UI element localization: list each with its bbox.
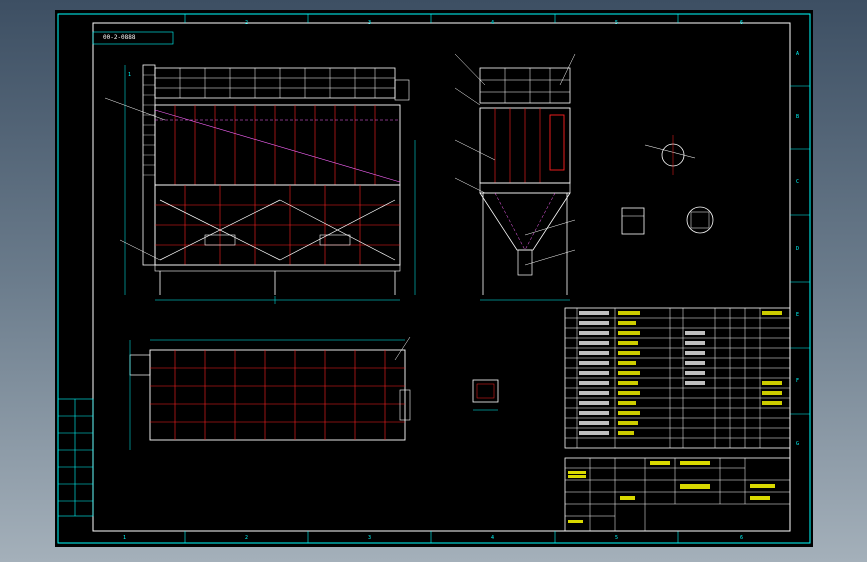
border-top-column-3: 3 [368,20,372,26]
border-row-d: D [796,246,800,252]
plan-view [129,339,499,450]
border-row-b: B [796,114,800,120]
detail-views [621,135,714,235]
border-bottom-column-2: 2 [245,535,249,541]
border-row-a: A [796,51,800,57]
border-bottom-column-4: 4 [491,535,495,541]
parts-list-table [564,307,791,449]
drawing-sheet: 1 2 3 4 5 6 1 2 3 4 5 6 A B C D E F G 00… [55,10,813,547]
border-top-column-5: 5 [615,20,619,26]
border-row-f: F [796,378,800,384]
border-bottom-column-3: 3 [368,535,372,541]
border-row-e: E [796,312,800,318]
drawing-id: 00-2-0888 [103,34,136,41]
border-row-c: C [796,179,800,185]
side-view [479,67,571,301]
border-top-column-2: 2 [245,20,249,26]
border-bottom-column-5: 5 [615,535,619,541]
border-column-1: 1 [128,72,132,78]
border-bottom-column-1: 1 [123,535,127,541]
border-row-g: G [796,441,800,447]
left-stamp-block [57,398,94,517]
title-block [564,457,791,532]
cad-drawing-canvas [57,13,811,544]
front-view [104,64,416,304]
border-bottom-column-6: 6 [740,535,744,541]
border-top-column-4: 4 [491,20,495,26]
drawing-id-box [92,31,174,45]
inner-frame [92,22,791,532]
outer-frame [57,13,811,544]
border-top-column-6: 6 [740,20,744,26]
